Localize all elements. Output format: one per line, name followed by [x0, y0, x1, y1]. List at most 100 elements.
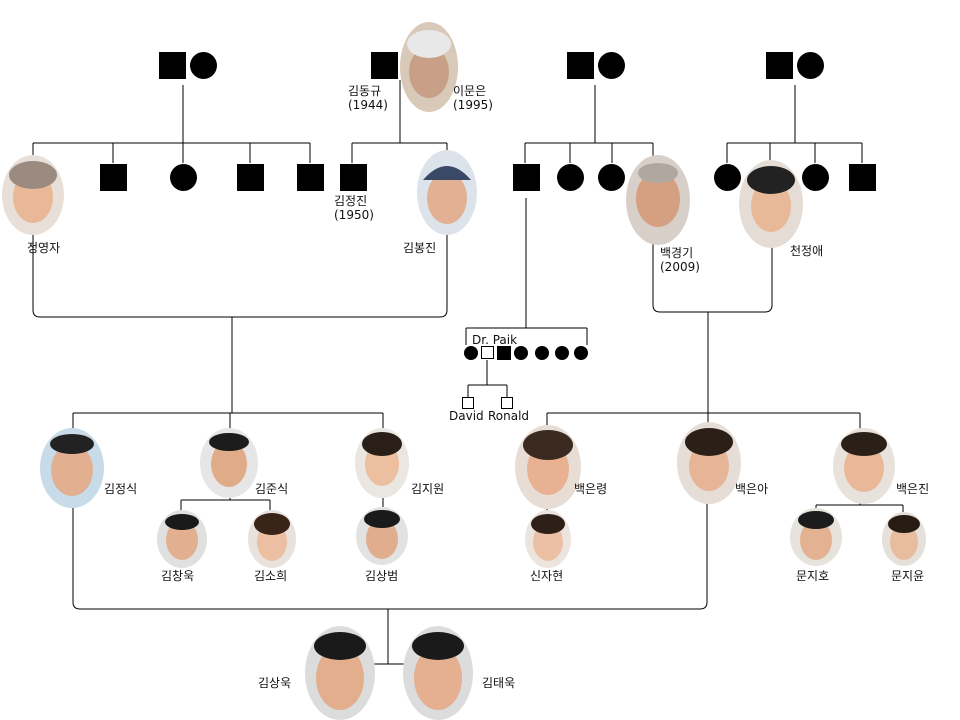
line-paik-children [467, 360, 508, 397]
label-ronald: Ronald [488, 409, 530, 423]
line-family3 [524, 85, 654, 163]
photo-jung-youngja [2, 155, 64, 235]
photo-kim-taeuk [403, 626, 473, 720]
label-moon-jiho: 문지호 [796, 569, 830, 583]
male-symbol-kim-donggyu [371, 52, 398, 79]
male-glasses-face-icon [40, 428, 104, 508]
photo-baek-euna [677, 422, 741, 504]
line-family4 [726, 85, 863, 163]
label-moon-jiyun: 문지윤 [891, 569, 925, 583]
photo-baek-gyeonggi [626, 155, 690, 245]
male-symbol-g1-child2 [100, 164, 127, 191]
female-symbol-g3-child3 [598, 164, 625, 191]
female-symbol-g1a [190, 52, 217, 79]
label-david: David [449, 409, 484, 423]
photo-moon-jiho [790, 508, 842, 566]
elder-face-icon [400, 22, 458, 112]
label-kim-jiwon: 김지원 [411, 482, 445, 496]
label-kim-taeuk: 김태욱 [482, 676, 516, 690]
photo-kim-changuk [157, 510, 207, 568]
male-glasses-face-icon [305, 626, 375, 720]
female-symbol-g4-child3 [802, 164, 829, 191]
label-baek-euna: 백은아 [735, 482, 769, 496]
photo-lee-muneun [400, 22, 458, 112]
photo-baek-eunjin [833, 428, 895, 504]
female-symbol-g4 [797, 52, 824, 79]
line-marriage-bottom [72, 500, 708, 610]
photo-kim-sangbeom [356, 507, 408, 565]
photo-kim-sohui [248, 510, 296, 568]
photo-cheon-jeongae [739, 160, 803, 248]
female-symbol-paik-7 [574, 346, 588, 360]
male-symbol-g1-child5 [297, 164, 324, 191]
line-marriage-kim [32, 230, 448, 318]
line-paik [465, 198, 588, 345]
photo-kim-bongjin [417, 150, 477, 235]
line-baek-children [546, 312, 861, 433]
label-baek-eunjin: 백은진 [896, 482, 930, 496]
female-face-icon [2, 155, 64, 235]
female-face-icon [355, 428, 409, 498]
label-kim-sohui: 김소희 [254, 569, 288, 583]
label-baek-eunryeong: 백은령 [574, 482, 608, 496]
female-symbol-paik-4 [514, 346, 528, 360]
photo-kim-jeongsik [40, 428, 104, 508]
label-baek-gyeonggi: 백경기(2009) [660, 246, 700, 274]
label-dr-paik: Dr. Paik [472, 333, 518, 347]
photo-moon-jiyun [882, 512, 926, 566]
male-symbol-g1-child4 [237, 164, 264, 191]
label-cheon-jeongae: 천정애 [790, 244, 824, 258]
male-symbol-kim-jeongjin [340, 164, 367, 191]
label-lee-muneun: 이문은(1995) [453, 84, 493, 112]
photo-kim-jiwon [355, 428, 409, 498]
female-symbol-paik-5 [535, 346, 549, 360]
male-symbol-paik-3 [497, 346, 511, 360]
label-kim-jeongsik: 김정식 [104, 482, 138, 496]
female-symbol-g3 [598, 52, 625, 79]
male-symbol-g1a [159, 52, 186, 79]
label-kim-junsik: 김준식 [255, 482, 289, 496]
male-symbol-david [462, 397, 474, 409]
photo-kim-sanguk [305, 626, 375, 720]
label-kim-sangbeom: 김상범 [365, 569, 399, 583]
photo-shin-jahyeon [525, 510, 571, 568]
male-cap-face-icon [417, 150, 477, 235]
label-kim-sanguk: 김상욱 [258, 676, 292, 690]
male-glasses-face-icon [403, 626, 473, 720]
male-face-icon [200, 428, 258, 498]
female-face-icon [882, 512, 926, 566]
male-symbol-dr-paik [481, 346, 494, 359]
line-family1 [32, 85, 311, 163]
female-symbol-paik-1 [464, 346, 478, 360]
line-marriage-baek [652, 240, 773, 313]
female-symbol-g4-child1 [714, 164, 741, 191]
female-face-icon [739, 160, 803, 248]
male-symbol-dr-paik-line [513, 164, 540, 191]
line-bottom-children [370, 609, 405, 665]
female-face-icon [525, 510, 571, 568]
line-kim-children [72, 317, 384, 433]
female-symbol-paik-6 [555, 346, 569, 360]
male-symbol-g4 [766, 52, 793, 79]
female-symbol-g3-child2 [557, 164, 584, 191]
male-symbol-g3 [567, 52, 594, 79]
male-glasses-face-icon [356, 507, 408, 565]
photo-kim-junsik [200, 428, 258, 498]
label-kim-jeongjin: 김정진(1950) [334, 194, 374, 222]
female-glasses-face-icon [677, 422, 741, 504]
female-glasses-face-icon [833, 428, 895, 504]
female-glasses-face-icon [248, 510, 296, 568]
female-glasses-face-icon [515, 425, 581, 509]
label-kim-bongjin: 김봉진 [403, 241, 437, 255]
label-kim-changuk: 김창욱 [161, 569, 195, 583]
label-kim-donggyu: 김동규(1944) [348, 84, 388, 112]
label-jung-youngja: 정영자 [27, 241, 61, 255]
male-face-icon [626, 155, 690, 245]
photo-baek-eunryeong [515, 425, 581, 509]
male-symbol-g4-child4 [849, 164, 876, 191]
male-glasses-face-icon [790, 508, 842, 566]
label-shin-jahyeon: 신자현 [530, 569, 564, 583]
female-symbol-g1-child3 [170, 164, 197, 191]
male-symbol-ronald [501, 397, 513, 409]
